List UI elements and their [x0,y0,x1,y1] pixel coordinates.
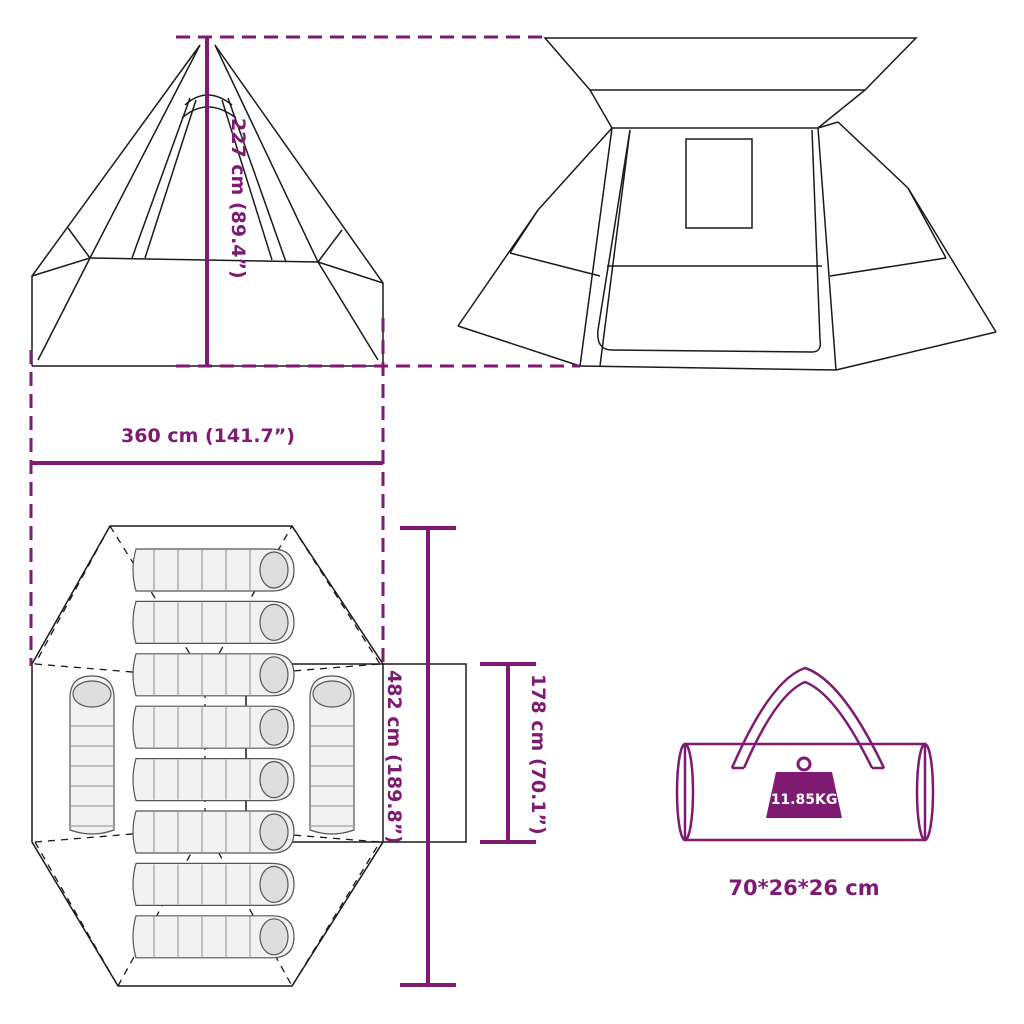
sleeping-bag [132,600,295,644]
sleeping-bag [132,653,295,697]
tent-perspective-view [457,37,997,371]
sleeping-bag [132,758,295,802]
length-label: 482 cm (189.8”) [383,670,405,844]
tent-front-view [31,44,384,367]
width-label: 360 cm (141.7”) [121,425,295,447]
sleeping-bag [132,810,295,854]
width-dimension: 360 cm (141.7”) [29,318,385,666]
sleeping-bag [69,675,115,835]
inner-width-dimension: 178 cm (70.1”) [480,662,549,844]
weight-icon: 11.85KG [766,756,842,818]
sleeping-bag [132,915,295,959]
sleeping-bag [132,705,295,749]
inner-width-label: 178 cm (70.1”) [527,674,549,835]
sleeping-bag [132,862,295,906]
sleeping-bags-horizontal [132,548,295,959]
package-size-label: 70*26*26 cm [728,876,879,900]
sleeping-bags-vertical [69,675,355,835]
length-dimension: 482 cm (189.8”) [383,526,456,987]
carry-bag [675,666,935,842]
weight-label: 11.85KG [771,792,838,808]
sleeping-bag [309,675,355,835]
sleeping-bag [132,548,295,592]
height-dimension: 227 cm (89.4”) [176,35,580,368]
height-label: 227 cm (89.4”) [227,118,249,279]
